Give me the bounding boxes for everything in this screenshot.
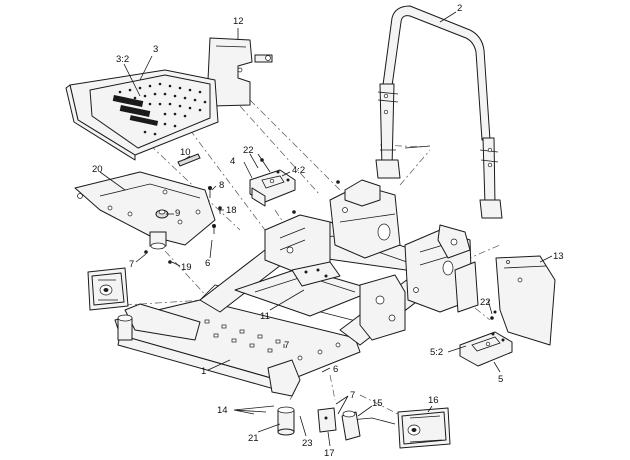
callout-9: 9 (175, 208, 180, 219)
main-frame (114, 179, 479, 397)
callout-4-2: 4:2 (292, 165, 305, 176)
right-control-bracket (459, 331, 513, 367)
foot-plate (65, 69, 219, 161)
callout-17: 17 (324, 448, 335, 459)
bushing (277, 406, 295, 436)
callout-4: 4 (230, 156, 235, 167)
callout-6-left: 6 (205, 258, 210, 269)
callout-12: 12 (233, 16, 244, 27)
callout-7-bottom: 7 (350, 390, 355, 401)
callout-16: 16 (428, 395, 439, 406)
light-bracket (341, 410, 396, 441)
spacer-block (317, 407, 337, 433)
callout-1: 1 (201, 366, 206, 377)
callout-11: 11 (260, 311, 270, 322)
leader-lines (99, 11, 553, 447)
frame-holes (204, 319, 341, 361)
callout-19: 19 (181, 262, 192, 273)
callout-5: 5 (498, 374, 503, 385)
left-control-bracket (249, 169, 296, 207)
callout-13: 13 (553, 251, 564, 262)
left-mount-plate (74, 171, 216, 250)
left-headlight (87, 267, 129, 311)
right-side-panel (495, 255, 556, 346)
callout-7-left: 7 (129, 259, 134, 270)
callout-21: 21 (248, 433, 259, 444)
callout-3-2: 3:2 (116, 54, 129, 65)
right-headlight (397, 407, 451, 449)
callout-14: 14 (217, 405, 228, 416)
callout-7-center: 7 (284, 340, 289, 351)
callout-6-center: 6 (333, 364, 338, 375)
foot-plate-decal (112, 94, 159, 126)
callout-22-right: 22 (480, 297, 491, 308)
callout-8: 8 (219, 180, 224, 191)
callout-10: 10 (180, 147, 191, 158)
callout-22-top: 22 (243, 145, 254, 156)
callout-5-2: 5:2 (430, 347, 443, 358)
roll-bar (375, 5, 503, 219)
callout-2: 2 (457, 3, 462, 14)
callout-18: 18 (226, 205, 237, 216)
callout-labels: 3:2 3 12 2 10 22 4 4:2 20 8 9 18 7 19 6 … (92, 3, 564, 459)
callout-20: 20 (92, 164, 103, 175)
hinge-pin (177, 153, 201, 167)
callout-23: 23 (302, 438, 313, 449)
upper-side-panel (207, 37, 273, 107)
callout-15: 15 (372, 398, 383, 409)
callout-3: 3 (153, 44, 158, 55)
